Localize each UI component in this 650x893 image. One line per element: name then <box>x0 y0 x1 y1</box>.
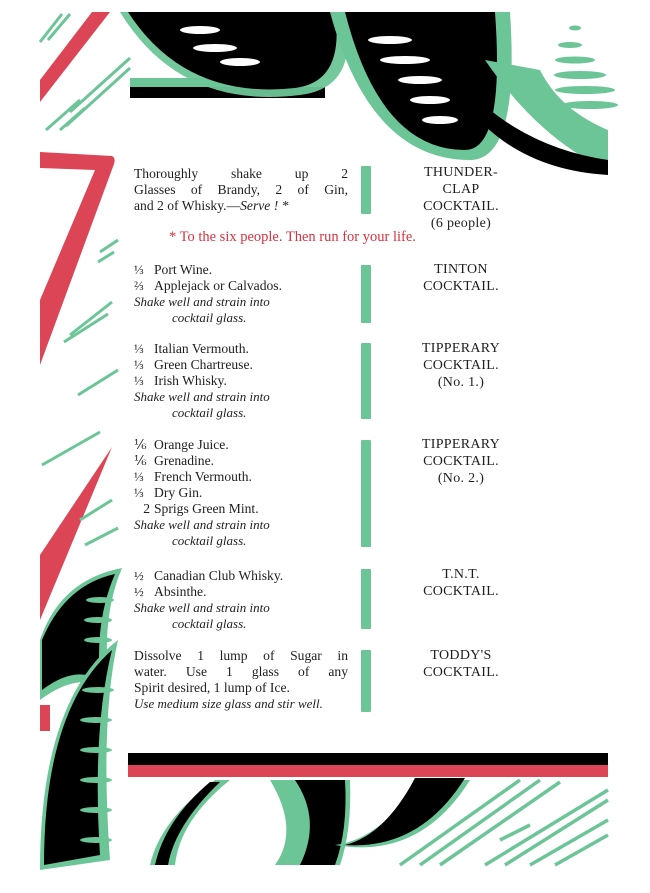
ingredient-line: ½ Canadian Club Whisky. <box>134 568 348 584</box>
green-divider-bar <box>361 650 371 712</box>
body-line: Dissolve 1 lump of Sugar in <box>134 648 348 663</box>
ingredient-line: ⅙ Grenadine. <box>134 453 348 469</box>
ingredient: Sprigs Green Mint. <box>154 501 259 516</box>
recipe-body: Thoroughly shake up 2 Glasses of Brandy,… <box>134 166 348 214</box>
quantity: ⅓ <box>134 373 144 388</box>
title-line: TIPPERARY <box>421 341 501 356</box>
red-diagonal-stripe <box>40 12 110 102</box>
title-line: TODDY'S <box>430 648 492 663</box>
instruction: cocktail glass. <box>172 310 247 325</box>
recipe-title: TINTON COCKTAIL. <box>396 261 526 295</box>
serve-italic: Serve ! * <box>240 198 289 213</box>
title-line: COCKTAIL. <box>423 665 499 680</box>
body-line: Thoroughly shake up 2 <box>134 166 348 181</box>
footnote-red: * To the six people. Then run for your l… <box>169 229 416 245</box>
instruction: Use medium size glass and stir well. <box>134 696 323 711</box>
instruction: Shake well and strain into <box>134 600 270 615</box>
instruction: cocktail glass. <box>172 405 247 420</box>
title-line: T.N.T. <box>442 567 480 582</box>
ingredient-line: ⅓ Dry Gin. <box>134 485 348 501</box>
ingredient-line: ⅓ Irish Whisky. <box>134 373 348 389</box>
quantity: ⅓ <box>134 262 144 277</box>
recipe-body: Dissolve 1 lump of Sugar in water. Use 1… <box>134 648 348 712</box>
green-divider-bar <box>361 569 371 629</box>
quantity: ½ <box>134 584 144 599</box>
ingredient: Green Chartreuse. <box>154 357 253 372</box>
body-line: Glasses of Brandy, 2 of Gin, <box>134 182 348 197</box>
recipe-body: ⅙ Orange Juice. ⅙ Grenadine. ⅓ French Vermo… <box>134 437 348 549</box>
title-line: COCKTAIL. <box>423 199 499 214</box>
ingredient: Irish Whisky. <box>154 373 227 388</box>
title-line: COCKTAIL. <box>423 279 499 294</box>
recipe-title: TODDY'S COCKTAIL. <box>396 647 526 681</box>
ingredient: Port Wine. <box>154 262 213 277</box>
ingredient-line: ⅓ Italian Vermouth. <box>134 341 348 357</box>
ingredient: Dry Gin. <box>154 485 203 500</box>
left-red-zigzag <box>40 152 115 731</box>
ingredient-line: 2 Sprigs Green Mint. <box>134 501 348 517</box>
instruction: Shake well and strain into <box>134 389 270 404</box>
quantity: ⅙ <box>134 453 147 468</box>
ingredient-line: ⅓ Port Wine. <box>134 262 348 278</box>
top-wave-ornament <box>120 12 618 175</box>
green-divider-bar <box>361 440 371 547</box>
recipe-title: TIPPERARY COCKTAIL. (No. 2.) <box>396 436 526 487</box>
green-divider-bar <box>361 343 371 419</box>
quantity: ⅓ <box>134 469 144 484</box>
body-text: and 2 of Whisky.— <box>134 198 241 213</box>
bottom-wave-ornament <box>150 778 470 865</box>
quantity: ½ <box>134 568 144 583</box>
left-feather-ornament <box>40 568 122 870</box>
title-line: COCKTAIL. <box>423 454 499 469</box>
quantity: ⅔ <box>134 278 144 293</box>
ingredient: French Vermouth. <box>154 469 252 484</box>
body-line: water. Use 1 glass of any <box>134 664 348 679</box>
green-hatch-lines <box>38 13 132 132</box>
instruction: cocktail glass. <box>172 533 247 548</box>
title-line: THUNDER- <box>424 165 498 180</box>
ingredient: Grenadine. <box>154 453 215 468</box>
body-line: Spirit desired, 1 lump of Ice. <box>134 680 290 695</box>
green-divider-bar <box>361 166 371 214</box>
recipe-title: TIPPERARY COCKTAIL. (No. 1.) <box>396 340 526 391</box>
title-line: TINTON <box>434 262 488 277</box>
instruction: cocktail glass. <box>172 616 247 631</box>
ingredient-line: ⅓ Green Chartreuse. <box>134 357 348 373</box>
ingredient: Applejack or Calvados. <box>154 278 282 293</box>
ingredient: Orange Juice. <box>154 437 229 452</box>
quantity: ⅙ <box>134 437 147 452</box>
green-divider-bar <box>361 265 371 323</box>
recipe-body: ½ Canadian Club Whisky. ½ Absinthe. Shake … <box>134 568 348 632</box>
quantity: ⅓ <box>134 485 144 500</box>
title-line: (6 people) <box>430 216 492 231</box>
ingredient: Canadian Club Whisky. <box>154 568 284 583</box>
instruction: Shake well and strain into <box>134 517 270 532</box>
bottom-red-bar <box>128 765 608 777</box>
bottom-black-bar <box>128 753 608 765</box>
ingredient: Absinthe. <box>154 584 207 599</box>
quantity: ⅓ <box>134 341 144 356</box>
ingredient-line: ⅙ Orange Juice. <box>134 437 348 453</box>
ingredient: Italian Vermouth. <box>154 341 249 356</box>
bottom-green-hatch <box>398 778 609 867</box>
ingredient-line: ⅔ Applejack or Calvados. <box>134 278 348 294</box>
title-line: COCKTAIL. <box>423 358 499 373</box>
title-line: (No. 1.) <box>437 375 485 390</box>
title-line: CLAP <box>442 182 480 197</box>
instruction: Shake well and strain into <box>134 294 270 309</box>
recipe-title: T.N.T. COCKTAIL. <box>396 566 526 600</box>
ingredient-line: ⅓ French Vermouth. <box>134 469 348 485</box>
title-line: COCKTAIL. <box>423 584 499 599</box>
title-line: (No. 2.) <box>437 471 485 486</box>
title-line: TIPPERARY <box>421 437 501 452</box>
left-green-dashes <box>41 238 119 547</box>
recipe-body: ⅓ Port Wine. ⅔ Applejack or Calvados. Shak… <box>134 262 348 326</box>
quantity: 2 <box>143 501 150 516</box>
ingredient-line: ½ Absinthe. <box>134 584 348 600</box>
body-line: and 2 of Whisky.—Serve ! * <box>134 198 348 214</box>
recipe-title: THUNDER- CLAP COCKTAIL. (6 people) <box>396 164 526 232</box>
quantity: ⅓ <box>134 357 144 372</box>
